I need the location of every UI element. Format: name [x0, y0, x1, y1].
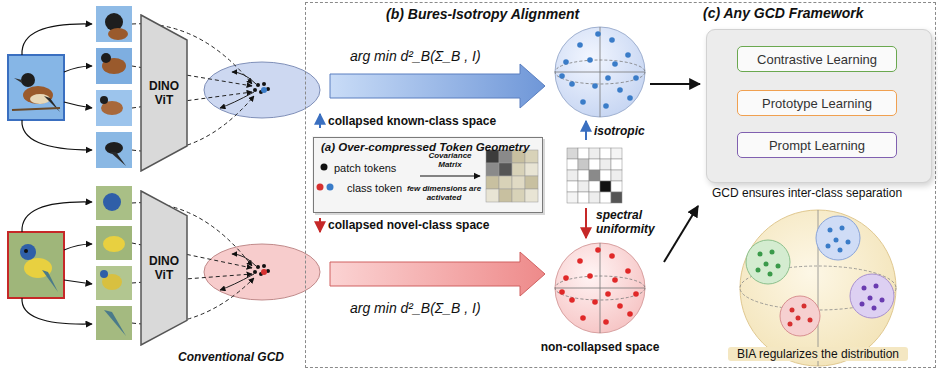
space-label: collapsed known-class space	[328, 114, 496, 128]
note-label: BIA regularizes the distribution	[728, 347, 908, 361]
panel-title: (a) Over-compressed Token Geometry	[321, 141, 530, 153]
method-box: Prototype Learning	[737, 90, 897, 116]
encoder-trapezoid: DINO ViT	[140, 14, 188, 172]
node-text: Covariance Matrix	[418, 151, 482, 169]
encoder-trapezoid: DINO ViT	[140, 190, 188, 346]
space-label: non-collapsed space	[540, 340, 660, 354]
node-text: Contrastive Learning	[757, 52, 877, 67]
method-box: Prompt Learning	[737, 132, 897, 158]
formula-label: arg min d²_B(Σ_B , I)	[350, 300, 481, 316]
node-text: patch tokens	[334, 162, 396, 174]
node-text: Prompt Learning	[769, 138, 865, 153]
method-box: Contrastive Learning	[737, 46, 897, 72]
node-text: DINO ViT	[142, 79, 186, 108]
framework-box: (c) Any GCD FrameworkContrastive Learnin…	[706, 29, 932, 183]
property-label: spectral uniformity	[596, 208, 670, 237]
node-text: few dimensions are activated	[402, 184, 486, 202]
panel-title: (c) Any GCD Framework	[703, 5, 864, 21]
node-text: Prototype Learning	[762, 96, 872, 111]
formula-label: arg min d²_B(Σ_B , I)	[350, 48, 481, 64]
node-text: class token	[347, 182, 402, 194]
token-geometry-box: (a) Over-compressed Token Geometry patch …	[313, 137, 543, 213]
space-label: collapsed novel-class space	[328, 218, 489, 232]
node-text: DINO ViT	[142, 254, 186, 283]
note-label: GCD ensures inter-class separation	[712, 186, 902, 200]
property-label: isotropic	[594, 124, 645, 138]
panel-title: (b) Bures-Isotropy Alignment	[386, 6, 579, 22]
caption-label: Conventional GCD	[178, 350, 284, 364]
